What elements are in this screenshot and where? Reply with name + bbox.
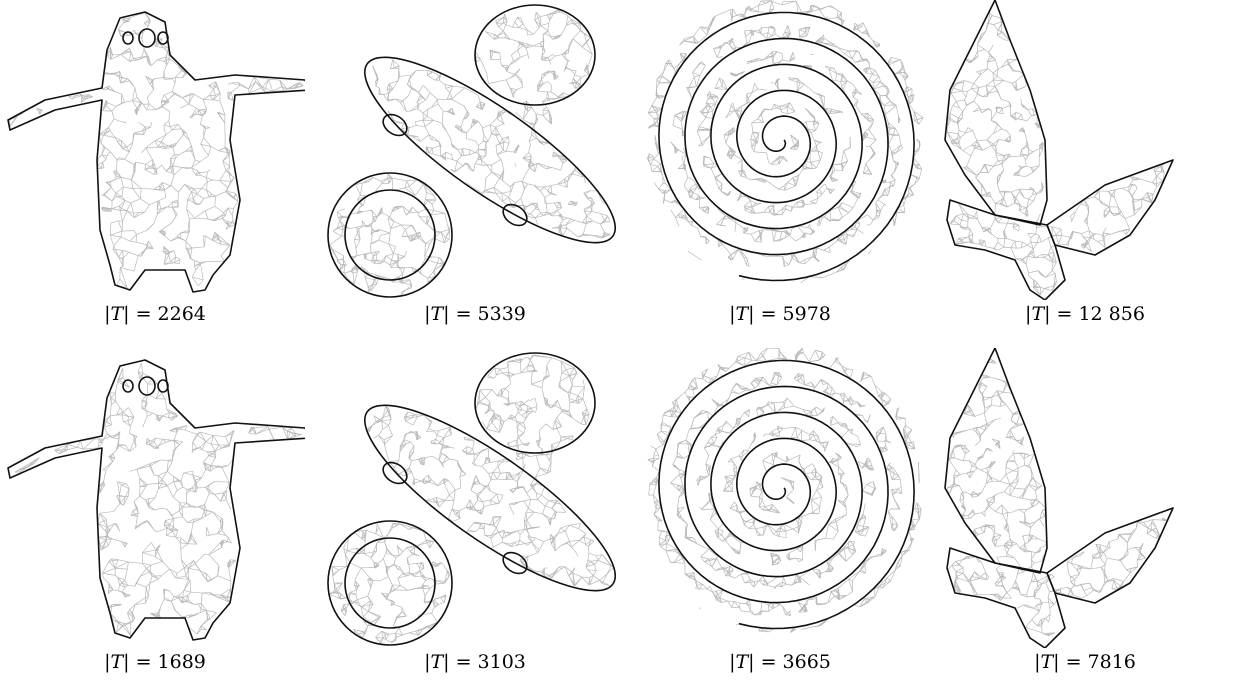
triangle-count-caption: |T|=12 856 [935, 303, 1235, 325]
caption-value: 12 856 [1078, 303, 1144, 325]
mesh-cell-pacifier-row2: |T|=3103 [325, 348, 625, 678]
pacifier-mesh [325, 348, 625, 648]
mesh-edges [9, 12, 303, 287]
caption-value: 5339 [478, 303, 526, 325]
triangle-count-caption: |T|=2264 [5, 303, 305, 325]
triangle-count-caption: |T|=1689 [5, 651, 305, 673]
butterfly-mesh [935, 0, 1235, 300]
triangle-count-caption: |T|=7816 [935, 651, 1235, 673]
caption-symbol: |T| [729, 303, 754, 325]
triangle-count-caption: |T|=5339 [325, 303, 625, 325]
mesh-cell-penguin-row1: |T|=2264 [5, 0, 305, 330]
eye-hole [123, 32, 133, 44]
right-wing-outline [1047, 160, 1173, 255]
penguin-mesh [5, 348, 305, 648]
spiral-outline [659, 13, 914, 281]
penguin-outline [8, 360, 305, 640]
triangle-count-caption: |T|=5978 [630, 303, 930, 325]
caption-value: 3103 [478, 651, 526, 673]
mesh-cell-spiral-row2: |T|=3665 [630, 348, 930, 678]
mesh-edges [947, 12, 1164, 295]
butterfly-mesh [935, 348, 1235, 648]
caption-symbol: |T| [424, 303, 449, 325]
penguin-outline [8, 12, 305, 292]
caption-value: 1689 [158, 651, 206, 673]
triangle-count-caption: |T|=3103 [325, 651, 625, 673]
eye-hole [158, 380, 168, 392]
mesh-cell-spiral-row1: |T|=5978 [630, 0, 930, 330]
caption-symbol: |T| [1025, 303, 1050, 325]
caption-value: 7816 [1088, 651, 1136, 673]
mesh-edges [15, 363, 302, 636]
caption-symbol: |T| [424, 651, 449, 673]
mesh-cell-butterfly-row1: |T|=12 856 [935, 0, 1235, 330]
caption-value: 3665 [783, 651, 831, 673]
caption-value: 5978 [783, 303, 831, 325]
mesh-cell-butterfly-row2: |T|=7816 [935, 348, 1235, 678]
mesh-edges [330, 10, 610, 295]
eye-hole [139, 377, 155, 395]
eye-hole [158, 32, 168, 44]
spiral-mesh [630, 0, 930, 300]
caption-symbol: |T| [729, 651, 754, 673]
caption-symbol: |T| [104, 303, 129, 325]
spiral-mesh [630, 348, 930, 648]
triangle-count-caption: |T|=3665 [630, 651, 930, 673]
pacifier-ring-inner [345, 538, 435, 628]
caption-symbol: |T| [1034, 651, 1059, 673]
pacifier-ring-outer [328, 521, 452, 645]
mesh-edges [329, 355, 613, 643]
mesh-cell-pacifier-row1: |T|=5339 [325, 0, 625, 330]
caption-value: 2264 [158, 303, 206, 325]
pacifier-mesh [325, 0, 625, 300]
right-wing-outline [1047, 508, 1173, 603]
penguin-mesh [5, 0, 305, 300]
caption-symbol: |T| [104, 651, 129, 673]
mesh-cell-penguin-row2: |T|=1689 [5, 348, 305, 678]
